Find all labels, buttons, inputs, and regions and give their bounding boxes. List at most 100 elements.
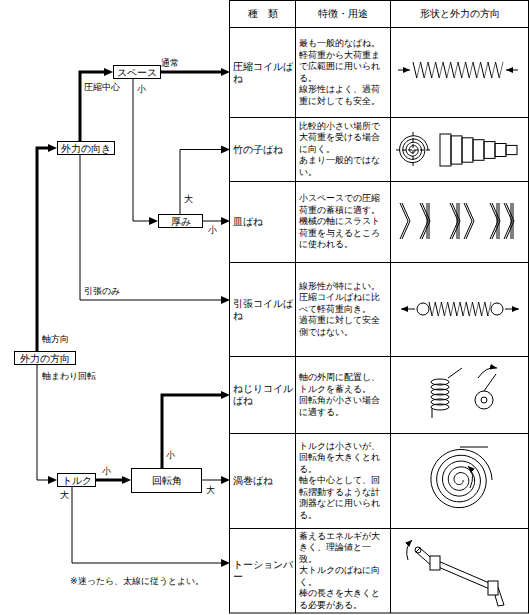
disc — [511, 203, 512, 239]
torsion-coil-spring — [431, 368, 497, 418]
arrow-head — [48, 476, 57, 484]
disc — [506, 203, 514, 239]
feature-text: 軽荷重から大荷重まで広範囲に用いられる。 — [299, 50, 388, 85]
volute-step — [440, 134, 451, 166]
feature-cell: 最も一般的なばね。軽荷重から大荷重まで広範囲に用いられる。線形性はよく、過荷重に… — [296, 28, 390, 117]
feature-text: 線形性が特によい。 — [299, 281, 388, 293]
connector-line — [161, 71, 223, 74]
spring-type-cell: 皿ばね — [230, 182, 295, 262]
note-text: ※迷ったら、太線に従うとよい。 — [70, 575, 204, 588]
feature-text: トルクは小さいが、回転角を大きくとれる。 — [299, 441, 388, 476]
coil-back — [417, 62, 421, 78]
edge-label: 引張のみ — [84, 286, 120, 297]
connector-line — [180, 150, 223, 215]
node-text: 渦巻ばね — [233, 475, 293, 487]
disc — [497, 203, 498, 239]
coil-back — [469, 302, 472, 316]
node-text: トーションバー — [233, 559, 293, 583]
coil-windings — [413, 62, 503, 78]
disc — [402, 203, 410, 239]
coil-front — [428, 62, 432, 78]
coil-back — [438, 302, 441, 316]
connector — [37, 365, 57, 484]
volute-step — [484, 142, 495, 159]
coil-back — [463, 302, 466, 316]
feature-text: あまり一般的ではない。 — [299, 155, 388, 178]
coil-back — [457, 302, 460, 316]
coil-back — [451, 302, 454, 316]
coil-front — [448, 302, 451, 316]
coil-front — [421, 62, 425, 78]
feature-text: 軸の外周に配置し、トルクを蓄える。 — [299, 372, 388, 395]
coil-back — [499, 62, 503, 78]
coil-front — [485, 302, 488, 316]
feature-text: 蓄えるエネルギが大きく、理論値と一致。 — [299, 531, 388, 566]
decision-box: トルク — [57, 473, 96, 487]
volute-step — [506, 145, 517, 154]
spiral-spring — [431, 447, 492, 508]
connector-line — [133, 79, 151, 221]
edge-label: 小 — [102, 466, 111, 477]
extension-spring — [401, 302, 519, 316]
disc — [429, 203, 430, 239]
connector — [37, 144, 57, 351]
node-text: 厚み — [171, 216, 191, 227]
coil-front — [488, 62, 492, 78]
spiral-line — [400, 136, 428, 163]
coil-front — [441, 302, 444, 316]
decision-box: 厚み — [158, 214, 203, 228]
node-text: 外力の向き — [61, 143, 111, 154]
arrow-head — [122, 476, 131, 484]
coil-windings — [429, 302, 491, 316]
disc — [457, 203, 458, 239]
edge-label: 小 — [137, 84, 146, 95]
coil-back — [484, 62, 488, 78]
decision-box: 外力の方向 — [14, 351, 76, 365]
arrow-head — [221, 217, 230, 225]
connector-line — [72, 487, 223, 563]
disc — [492, 203, 500, 239]
connector-line — [80, 155, 223, 300]
coil-back — [432, 62, 436, 78]
arrow-head — [221, 391, 230, 399]
connector — [162, 391, 230, 468]
decision-box: 回転角 — [131, 468, 202, 493]
node-text: 外力の方向 — [20, 353, 70, 364]
coil-back — [447, 62, 451, 78]
feature-text: 小スペースでの圧縮荷重の蓄積に適す。 — [299, 193, 388, 216]
disc — [499, 203, 500, 239]
connector — [96, 476, 131, 484]
arrow-head — [48, 144, 57, 152]
column-header: 形状と外力の方向 — [391, 0, 528, 27]
column-header: 特徴・用途 — [296, 0, 390, 27]
disc — [422, 203, 430, 239]
disc — [427, 203, 428, 239]
coil-front — [435, 302, 438, 316]
spring-type-cell: 引張コイルばね — [230, 263, 295, 356]
arrow-head — [221, 296, 230, 304]
connector — [161, 68, 230, 76]
coil-back — [432, 302, 435, 316]
spiral-line — [431, 449, 492, 507]
coil-turn — [431, 404, 449, 410]
coil-back — [462, 62, 466, 78]
coil-front — [466, 302, 469, 316]
disc — [459, 203, 460, 239]
edge-label: 軸まわり回転 — [42, 371, 96, 382]
coil-back — [476, 302, 479, 316]
connector-line — [203, 221, 223, 222]
node-text: 引張コイルばね — [233, 298, 293, 322]
node-text: スペース — [117, 67, 157, 78]
disc-springs — [400, 203, 514, 239]
connector-line — [37, 148, 50, 351]
feature-text: 軸を中心として、回転摺動するような計測器などに用いられる。 — [299, 475, 388, 521]
volute-front-view — [400, 136, 428, 163]
coil-front — [472, 302, 475, 316]
coil-back — [482, 302, 485, 316]
node-text: 回転角 — [152, 475, 182, 486]
node-text: 竹の子ばね — [233, 144, 293, 156]
feature-cell: 軸の外周に配置し、トルクを蓄える。回転角が小さい場合に適する。 — [296, 357, 390, 433]
coil-back — [424, 62, 428, 78]
arrow-head — [104, 68, 113, 76]
